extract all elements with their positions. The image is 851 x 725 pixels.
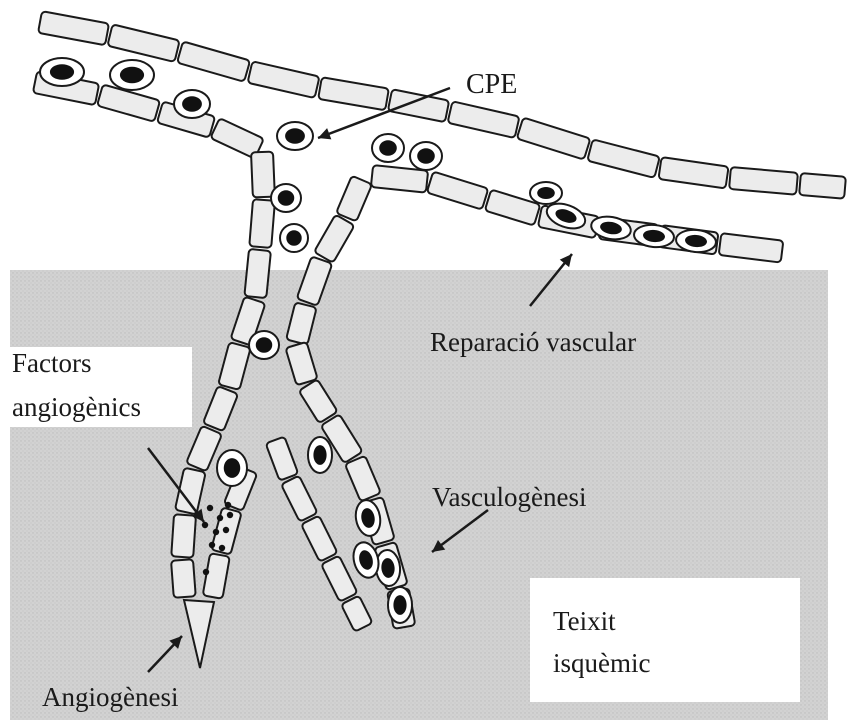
sprout-left-wall (171, 559, 196, 598)
vessel-upper-wall (799, 173, 846, 199)
angiogenic-factor-dot (227, 512, 233, 518)
angiogenic-factor-dot (223, 527, 229, 533)
ischemic-tissue-label-line1: Teixit (553, 606, 616, 636)
angiogenic-factor-dot (219, 545, 225, 551)
ischemic-tissue-label-line2: isquèmic (553, 648, 650, 678)
cell-nucleus (278, 190, 295, 205)
angiogenic-factor-dot (213, 529, 219, 535)
sprout-left-wall (249, 199, 275, 248)
vessel-upper-wall (388, 89, 449, 122)
vessel-lower-wall-right (427, 171, 489, 209)
sprout-left-wall (244, 249, 271, 298)
cell-nucleus (417, 148, 435, 163)
angiogenic-factors-label-line2: angiogènics (12, 392, 141, 422)
cell-nucleus (379, 140, 397, 155)
sprout-left-wall (171, 514, 196, 557)
angiogenic-factor-dot (202, 522, 208, 528)
vessel-upper-wall (318, 77, 389, 110)
cell-nucleus (393, 595, 406, 615)
cell-nucleus (50, 64, 74, 79)
angiogenic-factor-dot (203, 569, 209, 575)
angiogenic-factor-dot (207, 505, 213, 511)
vessel-upper-wall (517, 118, 591, 160)
vessel-lower-wall-right (719, 233, 784, 262)
sprout-right-wall (314, 215, 355, 263)
sprout-right-wall (336, 176, 372, 222)
vessel-upper-wall (448, 101, 520, 138)
vessel-upper-wall (177, 41, 250, 81)
vessel-upper-wall (658, 157, 728, 188)
vessel-upper-wall (729, 167, 798, 195)
cell-nucleus (256, 337, 273, 352)
cell-nucleus (224, 458, 241, 478)
angiogenesis-label: Angiogènesi (42, 682, 178, 712)
vessel-upper-wall (38, 11, 109, 45)
cell-nucleus (285, 128, 305, 143)
cell-nucleus (120, 67, 144, 84)
cell-nucleus (537, 187, 555, 199)
cell-nucleus (286, 230, 301, 245)
tissue-label-box (530, 578, 800, 702)
vessel-upper-wall (248, 61, 320, 98)
angiogenic-factor-dot (209, 542, 215, 548)
vessel-upper-wall (107, 24, 179, 62)
angiogenic-factors-label-line1: Factors (12, 348, 91, 378)
vasculogenesis-label: Vasculogènesi (432, 482, 586, 512)
vessel-upper-wall (587, 139, 660, 178)
sprout-left-wall (251, 152, 275, 198)
cpe-label: CPE (466, 70, 517, 100)
cell-nucleus (313, 445, 326, 465)
angiogenic-factor-dot (225, 502, 231, 508)
angiogenic-factor-dot (217, 515, 223, 521)
vascular-repair-label: Reparació vascular (430, 327, 636, 357)
cell-nucleus (182, 96, 202, 111)
